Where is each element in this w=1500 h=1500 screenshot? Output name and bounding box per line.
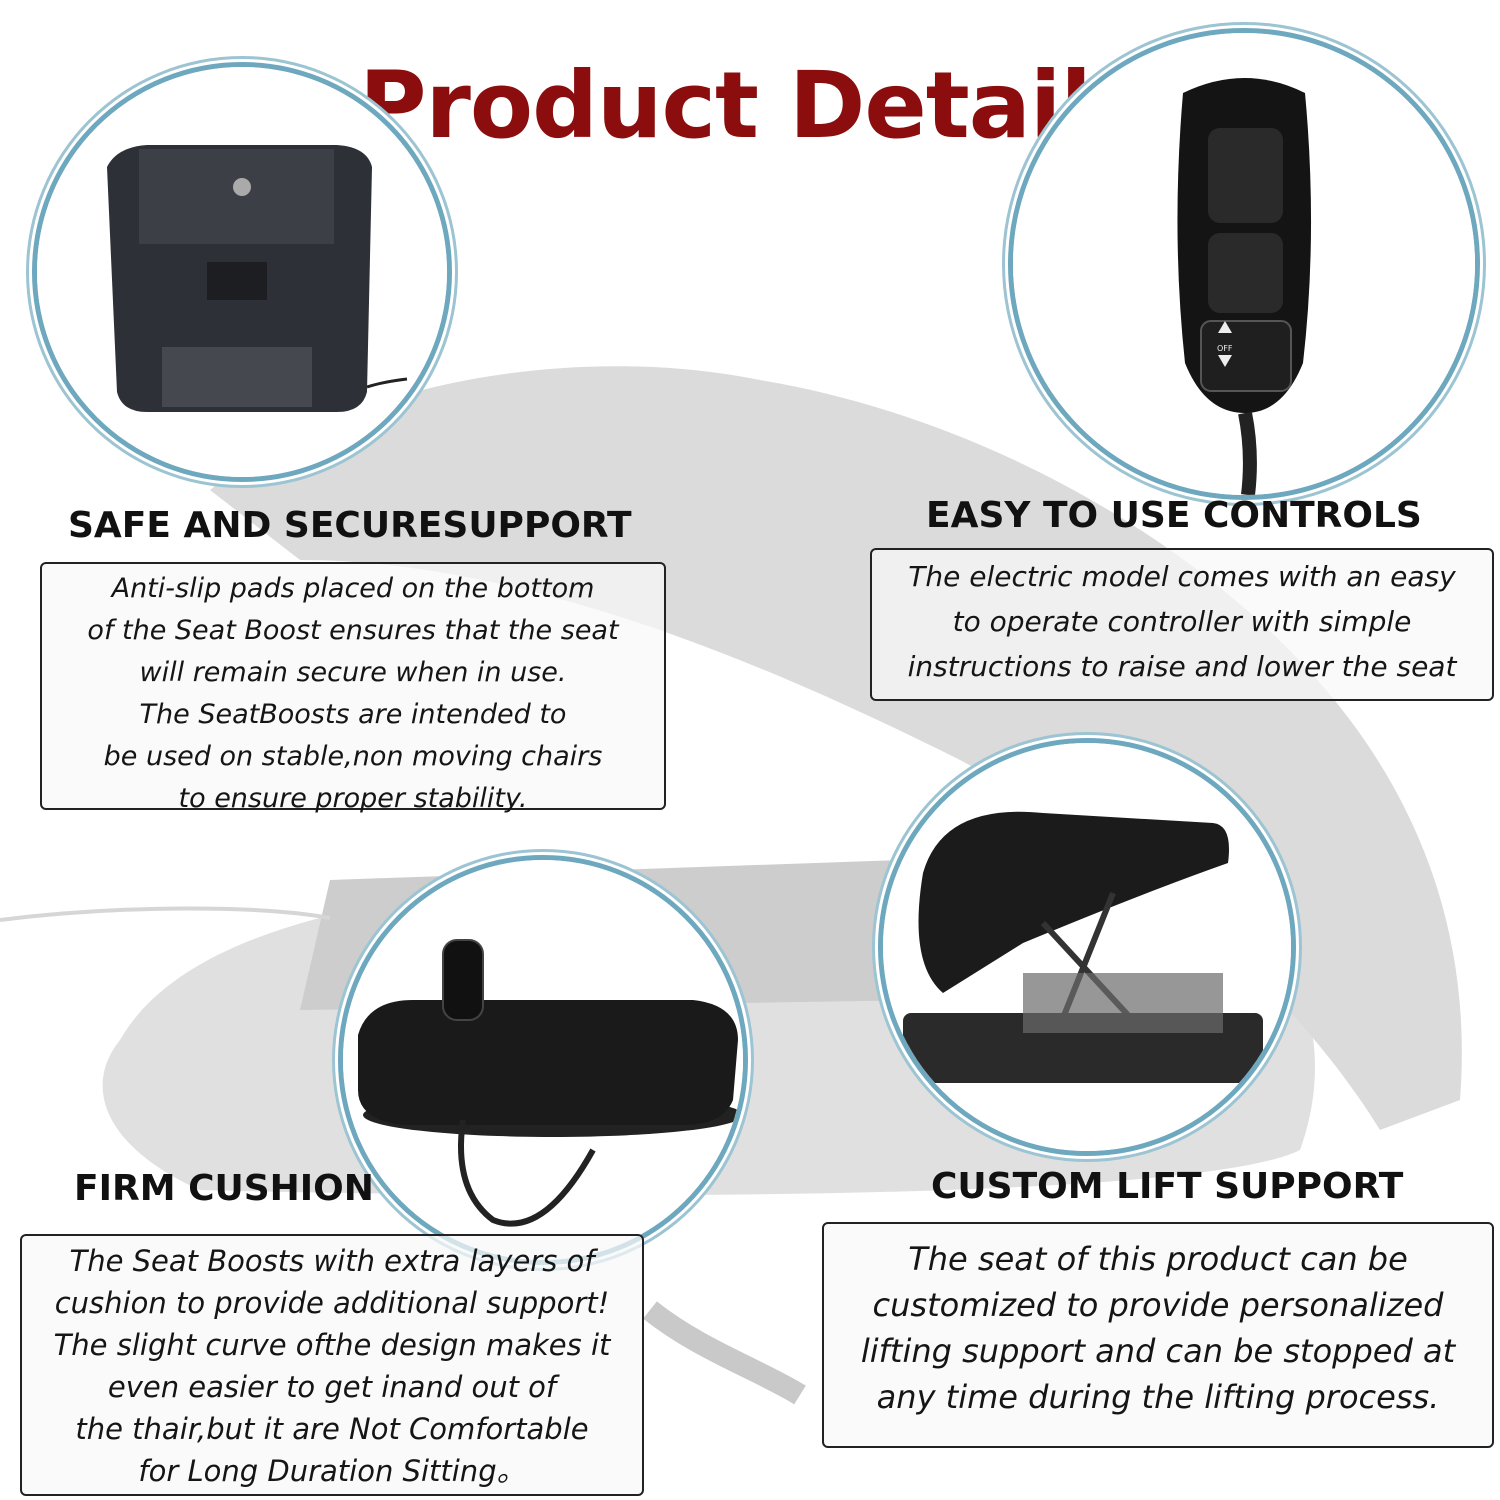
seat-underside-circle bbox=[32, 62, 452, 482]
cushion-line-2: cushion to provide additional support! bbox=[54, 1286, 610, 1320]
seat-underside-image bbox=[37, 67, 447, 477]
cushion-line-4: even easier to get inand out of bbox=[107, 1370, 557, 1404]
cushion-line-3: The slight curve ofthe design makes it bbox=[53, 1328, 611, 1362]
cushion-description: The Seat Boosts with extra layers of cus… bbox=[20, 1234, 644, 1496]
cushion-line-5: the thair,but it are Not Comfortable bbox=[75, 1412, 589, 1446]
safe-line-6: to ensure proper stability. bbox=[178, 783, 528, 814]
controller-circle: OFF bbox=[1008, 28, 1480, 500]
controller-off-label: OFF bbox=[1217, 344, 1233, 353]
controls-line-2: to operate controller with simple bbox=[952, 605, 1412, 638]
lift-line-2: customized to provide personalized bbox=[872, 1286, 1444, 1324]
safe-line-4: The SeatBoosts are intended to bbox=[139, 699, 567, 730]
safe-line-3: will remain secure when in use. bbox=[139, 657, 567, 688]
lift-line-4: any time during the lifting process. bbox=[876, 1378, 1440, 1416]
controls-line-3: instructions to raise and lower the seat bbox=[907, 650, 1457, 683]
lift-heading: CUSTOM LIFT SUPPORT bbox=[931, 1166, 1404, 1207]
cushion-heading: FIRM CUSHION bbox=[74, 1168, 374, 1209]
lift-description: The seat of this product can be customiz… bbox=[822, 1222, 1494, 1448]
safe-line-5: be used on stable,non moving chairs bbox=[103, 741, 603, 772]
controls-line-1: The electric model comes with an easy bbox=[908, 560, 1456, 593]
hand-controller-image: OFF bbox=[1013, 33, 1475, 495]
safe-support-heading: SAFE AND SECURESUPPORT bbox=[68, 505, 632, 546]
controls-heading: EASY TO USE CONTROLS bbox=[926, 495, 1422, 536]
page-title: Product Detail bbox=[359, 52, 1092, 159]
cushion-circle bbox=[338, 855, 748, 1265]
controls-description: The electric model comes with an easy to… bbox=[870, 548, 1494, 701]
cushion-line-1: The Seat Boosts with extra layers of bbox=[69, 1244, 595, 1278]
lift-mechanism-image bbox=[883, 743, 1291, 1151]
safe-line-2: of the Seat Boost ensures that the seat bbox=[87, 615, 619, 646]
lift-mechanism-circle bbox=[878, 738, 1296, 1156]
safe-support-description: Anti-slip pads placed on the bottom of t… bbox=[40, 562, 666, 814]
cushion-line-6: for Long Duration Sitting。 bbox=[138, 1454, 526, 1488]
lift-line-3: lifting support and can be stopped at bbox=[860, 1332, 1456, 1370]
safe-line-1: Anti-slip pads placed on the bottom bbox=[111, 573, 595, 604]
cushion-image bbox=[343, 860, 743, 1260]
lift-line-1: The seat of this product can be bbox=[908, 1240, 1408, 1278]
